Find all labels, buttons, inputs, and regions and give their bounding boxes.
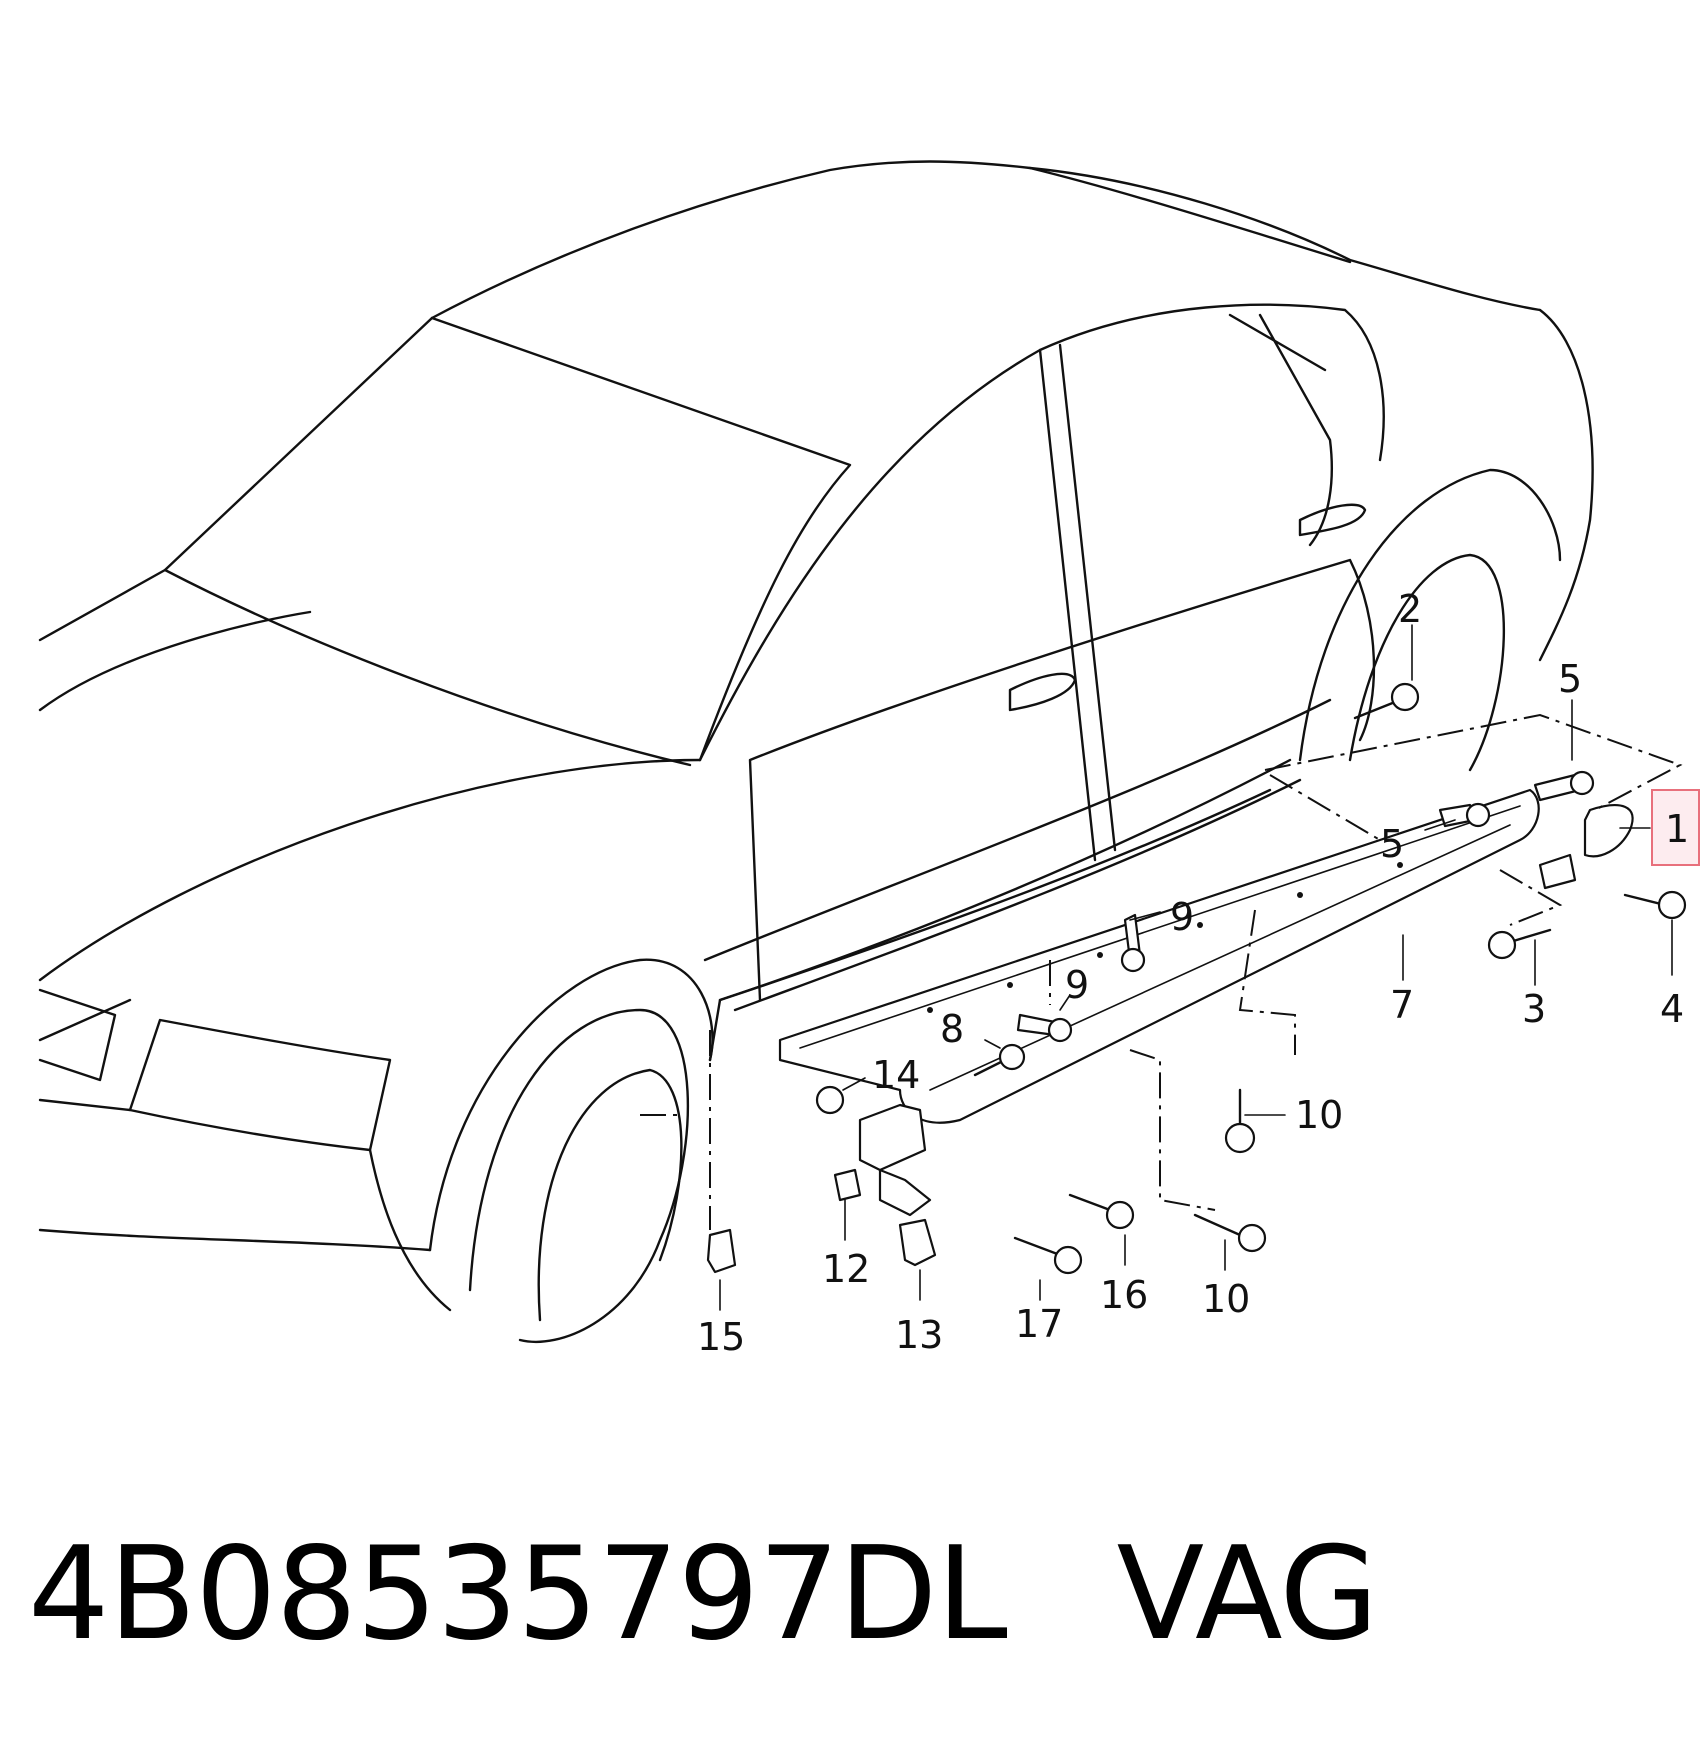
- part-number: 4B08535797DL: [28, 1520, 1008, 1669]
- brand-name: VAG: [1116, 1520, 1379, 1669]
- callout-15[interactable]: 15: [697, 1315, 745, 1359]
- end-cap-1: [1538, 804, 1634, 890]
- callout-3[interactable]: 3: [1522, 987, 1546, 1031]
- callout-10-upper[interactable]: 10: [1295, 1093, 1343, 1137]
- callout-16[interactable]: 16: [1100, 1273, 1148, 1317]
- callout-1-highlight: [1651, 789, 1700, 866]
- callout-1[interactable]: 1: [1665, 807, 1689, 851]
- callout-4[interactable]: 4: [1660, 987, 1684, 1031]
- callout-5-mid[interactable]: 5: [1380, 822, 1404, 866]
- callout-13[interactable]: 13: [895, 1313, 943, 1357]
- callout-8[interactable]: 8: [940, 1007, 964, 1051]
- callout-7[interactable]: 7: [1390, 983, 1414, 1027]
- fasteners: [973, 682, 1687, 1275]
- callout-17[interactable]: 17: [1015, 1302, 1063, 1346]
- bracket-12: [833, 1103, 932, 1217]
- callout-9-lower[interactable]: 9: [1065, 963, 1089, 1007]
- callout-14[interactable]: 14: [872, 1053, 920, 1097]
- clip-14: [815, 1085, 845, 1115]
- sill-trim: [778, 788, 1540, 1124]
- clip-15: [706, 1228, 737, 1274]
- callout-9-upper[interactable]: 9: [1170, 895, 1194, 939]
- car-outline: [38, 160, 1594, 1344]
- assembly-lines: [640, 713, 1683, 1230]
- clip-13: [898, 1218, 937, 1267]
- callout-10-lower[interactable]: 10: [1202, 1277, 1250, 1321]
- leader-lines: [719, 624, 1673, 1311]
- callout-2[interactable]: 2: [1398, 587, 1422, 631]
- callout-12[interactable]: 12: [822, 1247, 870, 1291]
- callout-5-top[interactable]: 5: [1558, 657, 1582, 701]
